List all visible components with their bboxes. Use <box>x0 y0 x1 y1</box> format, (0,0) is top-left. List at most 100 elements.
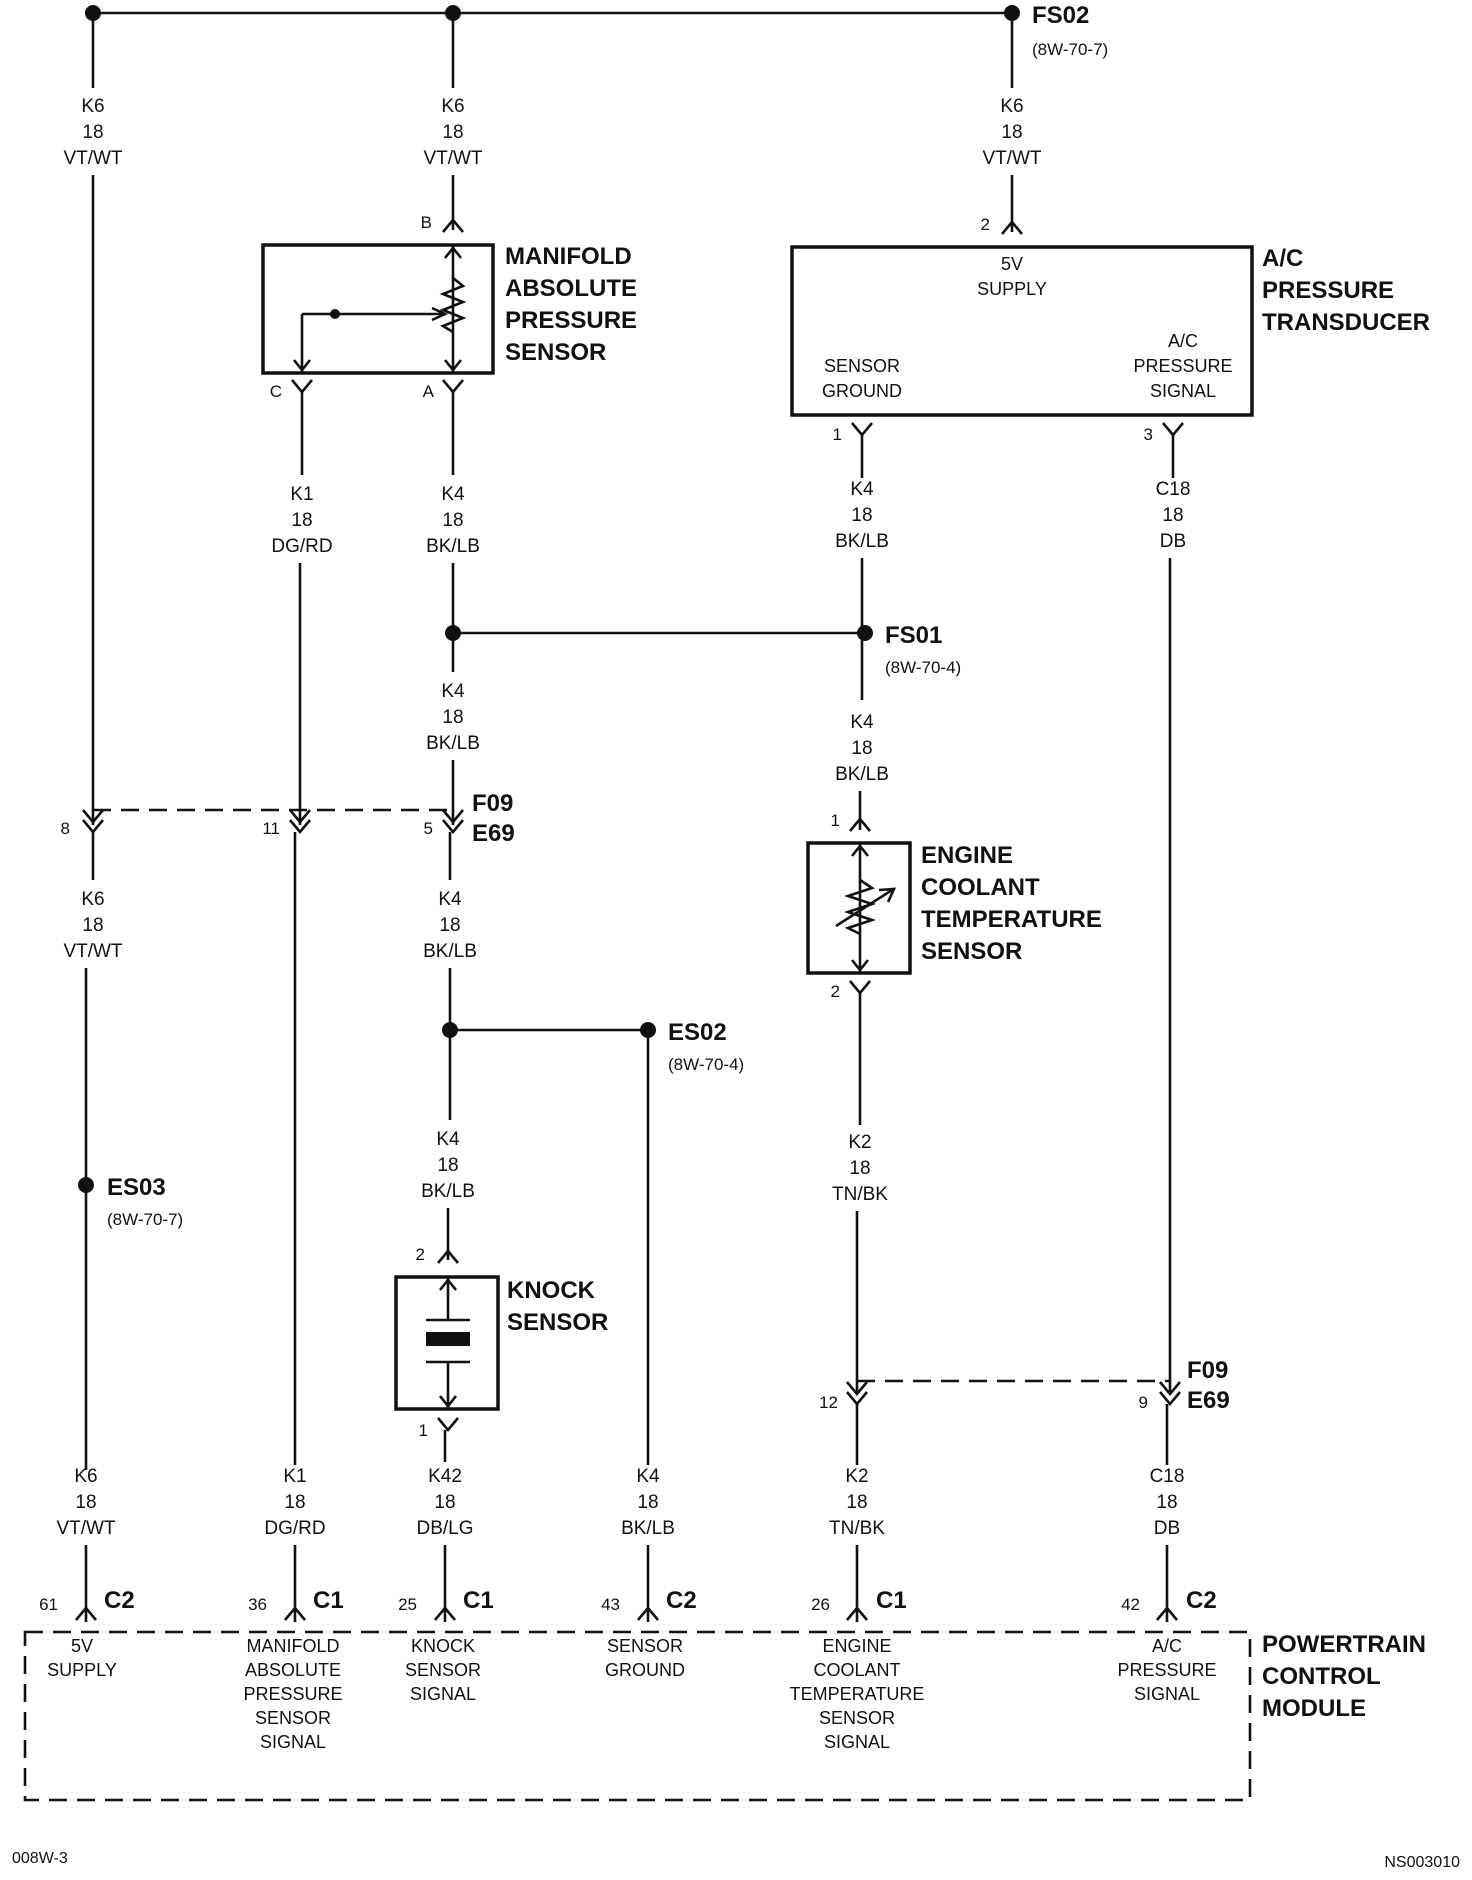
wire-gauge: 18 <box>846 1492 867 1513</box>
wire-color: BK/LB <box>426 536 480 557</box>
splice-fs02-ref: (8W-70-7) <box>1032 40 1108 59</box>
pcm-connector-name: C2 <box>666 1587 697 1614</box>
ect-sensor-title-3: TEMPERATURE <box>921 906 1102 933</box>
pcm-pin-number: 43 <box>601 1595 620 1614</box>
wire-circuit: K2 <box>845 1466 868 1487</box>
wire-gauge: 18 <box>434 1492 455 1513</box>
knock-sensor: KNOCK SENSOR 1 K42 18 DB/LG <box>394 1275 608 1622</box>
pin-label: B <box>421 213 432 232</box>
pcm-terminal-label: SUPPLY <box>47 1660 117 1680</box>
wire-color: DB <box>1154 1518 1180 1539</box>
wire-circuit: K6 <box>441 96 464 117</box>
pcm-pin-number: 42 <box>1121 1595 1140 1614</box>
pcm-connector-name: C1 <box>313 1587 344 1614</box>
transducer-pin-label: PRESSURE <box>1133 356 1232 376</box>
transducer-pin-label: SIGNAL <box>1150 381 1216 401</box>
transducer-pin-label: SUPPLY <box>977 279 1047 299</box>
pcm-pin-number: 26 <box>811 1595 830 1614</box>
transducer-pin-label: GROUND <box>822 381 902 401</box>
pcm-terminal-label: SIGNAL <box>1134 1684 1200 1704</box>
pcm-connector-name: C2 <box>104 1587 135 1614</box>
pcm-terminal-label: COOLANT <box>813 1660 900 1680</box>
wire-circuit: K4 <box>436 1129 460 1150</box>
pcm-pin-number: 36 <box>248 1595 267 1614</box>
wire-color: VT/WT <box>63 148 122 169</box>
wire-color: DG/RD <box>264 1518 325 1539</box>
wire-color: VT/WT <box>56 1518 115 1539</box>
splice-es02-ref: (8W-70-4) <box>668 1055 744 1074</box>
pin-number: 12 <box>819 1393 838 1412</box>
footer-page-id: 008W-3 <box>12 1850 68 1867</box>
pcm-terminal-label: SIGNAL <box>410 1684 476 1704</box>
splice-es03-dot <box>78 1177 94 1193</box>
wire-color: DG/RD <box>271 536 332 557</box>
wire-gauge: 18 <box>82 122 103 143</box>
wire-color: BK/LB <box>835 764 889 785</box>
wire-gauge: 18 <box>637 1492 658 1513</box>
inline-connector-e69: E69 <box>472 820 515 847</box>
transducer-pin-label: 5V <box>1001 254 1023 274</box>
wire-circuit: K42 <box>428 1466 462 1487</box>
map-sensor-title-2: ABSOLUTE <box>505 275 637 302</box>
wire-gauge: 18 <box>442 122 463 143</box>
wire-circuit: K4 <box>438 889 462 910</box>
wire-color: BK/LB <box>835 531 889 552</box>
pcm-terminal-label: SENSOR <box>819 1708 895 1728</box>
wire-circuit: K1 <box>290 484 313 505</box>
powertrain-control-module: POWERTRAIN CONTROL MODULE 61 C2 5V SUPPL… <box>23 1587 1426 1802</box>
ect-sensor-title-2: COOLANT <box>921 874 1040 901</box>
wire-gauge: 18 <box>442 510 463 531</box>
top-bus: FS02 (8W-70-7) <box>85 2 1108 59</box>
pin-label: 3 <box>1144 425 1153 444</box>
wire-circuit: K1 <box>283 1466 306 1487</box>
map-sensor-title-1: MANIFOLD <box>505 243 632 270</box>
pin-label: C <box>270 382 282 401</box>
pin-label: 1 <box>419 1421 428 1440</box>
pcm-terminal-label: SIGNAL <box>824 1732 890 1752</box>
pcm-terminal-label: SENSOR <box>405 1660 481 1680</box>
pcm-pin-number: 61 <box>39 1595 58 1614</box>
ac-transducer-title-1: A/C <box>1262 245 1303 272</box>
pcm-terminal-label: PRESSURE <box>243 1684 342 1704</box>
wire-circuit: K6 <box>1000 96 1023 117</box>
pcm-terminal-label: A/C <box>1152 1636 1182 1656</box>
wire-circuit: K4 <box>850 479 874 500</box>
pcm-title-1: POWERTRAIN <box>1262 1631 1426 1658</box>
splice-fs01-dot <box>857 625 873 641</box>
knock-sensor-title-2: SENSOR <box>507 1309 608 1336</box>
wire-gauge: 18 <box>1001 122 1022 143</box>
pcm-title-2: CONTROL <box>1262 1663 1381 1690</box>
pin-label: 2 <box>831 982 840 1001</box>
splice-fs01-ref: (8W-70-4) <box>885 658 961 677</box>
wire-circuit: K4 <box>441 681 465 702</box>
map-sensor-title-4: SENSOR <box>505 339 606 366</box>
pcm-connector-name: C1 <box>463 1587 494 1614</box>
pcm-terminal-label: KNOCK <box>411 1636 475 1656</box>
pin-label: A <box>423 382 435 401</box>
ac-supply-wire: K6 18 VT/WT 2 <box>981 13 1042 235</box>
pcm-terminal-label: ENGINE <box>822 1636 891 1656</box>
wire-color: BK/LB <box>426 733 480 754</box>
wire-circuit: K4 <box>441 484 465 505</box>
wire-circuit: C18 <box>1156 479 1191 500</box>
wire-color: DB/LG <box>416 1518 473 1539</box>
wire-gauge: 18 <box>442 707 463 728</box>
wire-gauge: 18 <box>75 1492 96 1513</box>
pcm-connector-name: C1 <box>876 1587 907 1614</box>
map-supply-wire: K6 18 VT/WT B <box>421 13 483 233</box>
pin-number: 9 <box>1139 1393 1148 1412</box>
pin-label: 1 <box>833 425 842 444</box>
wire-color: BK/LB <box>621 1518 675 1539</box>
es02-ground-wire: K4 18 BK/LB <box>621 1030 675 1622</box>
wire-circuit: K2 <box>848 1132 871 1153</box>
ac-transducer-title-2: PRESSURE <box>1262 277 1394 304</box>
pin-label: 1 <box>831 811 840 830</box>
ect-sensor-title-1: ENGINE <box>921 842 1013 869</box>
pcm-terminal-label: SIGNAL <box>260 1732 326 1752</box>
wire-gauge: 18 <box>439 915 460 936</box>
inline-connector-e69-lower: E69 <box>1187 1387 1230 1414</box>
wire-color: VT/WT <box>63 941 122 962</box>
ect-sensor-title-4: SENSOR <box>921 938 1022 965</box>
wire-gauge: 18 <box>437 1155 458 1176</box>
pcm-terminal-label: MANIFOLD <box>246 1636 339 1656</box>
